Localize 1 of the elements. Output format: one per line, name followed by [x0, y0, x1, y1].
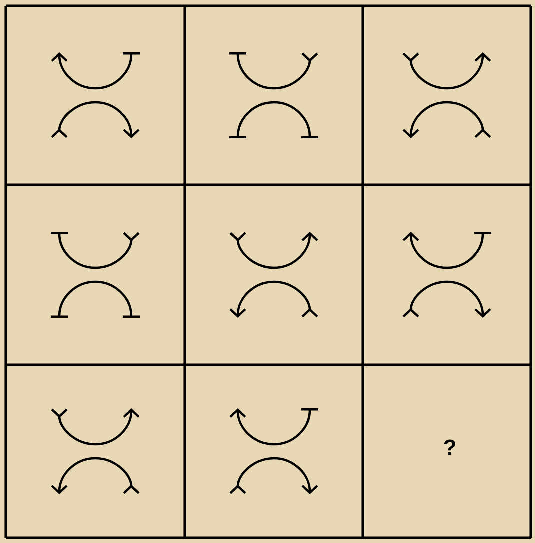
- question-mark: ?: [444, 440, 456, 456]
